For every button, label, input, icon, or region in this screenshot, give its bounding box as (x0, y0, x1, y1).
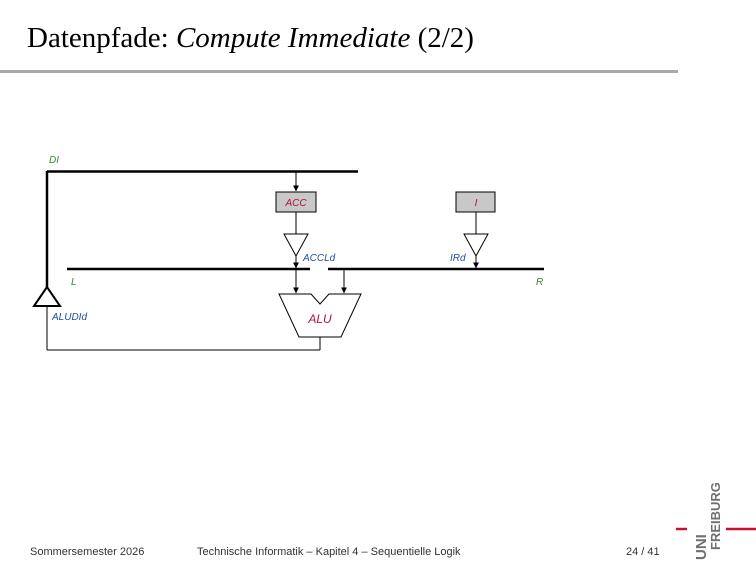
university-logo: UNI FREIBURG (676, 482, 756, 560)
slide-title: Datenpfade: Compute Immediate (2/2) (27, 22, 474, 55)
footer-semester: Sommersemester 2026 (30, 546, 145, 558)
title-rule (0, 70, 678, 73)
title-emphasis: Compute Immediate (175, 22, 411, 54)
label-ird-driver: IRd (450, 253, 466, 264)
footer-course: Technische Informatik – Kapitel 4 – Sequ… (197, 546, 461, 558)
alu-block (278, 293, 362, 338)
label-i-register: I (475, 198, 478, 209)
aludid-driver (32, 285, 62, 307)
logo-text-freiburg: FREIBURG (708, 482, 723, 550)
ird-driver (463, 233, 489, 258)
accld-driver (283, 233, 309, 258)
title-prefix: Datenpfade: (27, 22, 176, 54)
title-suffix: (2/2) (410, 22, 474, 54)
label-acc-register: ACC (284, 198, 307, 209)
label-aludid-driver: ALUDId (51, 312, 87, 323)
label-r-bus: R (536, 277, 543, 288)
label-alu: ALU (307, 312, 332, 326)
label-di-bus: DI (49, 155, 59, 166)
label-accld-driver: ACCLd (302, 253, 336, 264)
label-l-bus: L (71, 277, 77, 288)
logo-text-uni: UNI (693, 534, 710, 560)
footer-page: 24 / 41 (626, 546, 660, 558)
